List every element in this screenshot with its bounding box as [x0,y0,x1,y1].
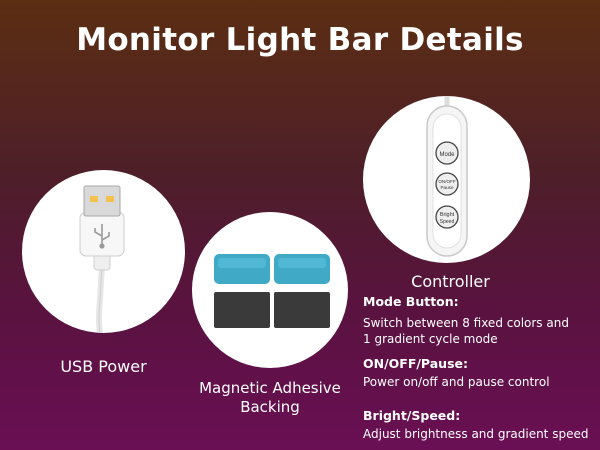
onoff-button-label-2: Pause [440,185,453,190]
mode-heading: Mode Button: [363,294,459,309]
bright-text: Adjust brightness and gradient speed [363,427,589,441]
mode-text-line1: Switch between 8 fixed colors and [363,316,569,330]
magnetic-backing-image [192,212,348,368]
mode-button-label: Mode [439,152,455,158]
magnetic-caption-line2: Backing [240,398,300,416]
usb-symbol-icon [94,224,110,249]
usb-image [22,170,185,333]
usb-caption: USB Power [60,357,147,376]
onoff-button-label-1: ON/OFF [438,179,456,184]
magnetic-caption: Magnetic Adhesive Backing [180,379,360,417]
magnetic-pad-icon [214,254,330,328]
onoff-heading: ON/OFF/Pause: [363,356,468,371]
onoff-description: ON/OFF/Pause: Power on/off and pause con… [363,356,600,390]
mode-text-line2: 1 gradient cycle mode [363,332,498,346]
magnetic-caption-line1: Magnetic Adhesive [199,379,341,397]
bright-description: Bright/Speed: Adjust brightness and grad… [363,408,600,442]
controller-image: Mode ON/OFF Pause Bright Speed [363,96,530,263]
page-title: Monitor Light Bar Details [76,22,524,58]
onoff-text: Power on/off and pause control [363,375,550,389]
bright-button-label-2: Speed [440,219,455,225]
controller-caption: Controller [411,272,490,291]
controller-remote-icon: Mode ON/OFF Pause Bright Speed [426,96,468,257]
mode-button-description: Mode Button: Switch between 8 fixed colo… [363,294,600,347]
bright-heading: Bright/Speed: [363,408,461,423]
bright-button-label-1: Bright [440,212,455,218]
usb-plug-icon [79,185,125,333]
